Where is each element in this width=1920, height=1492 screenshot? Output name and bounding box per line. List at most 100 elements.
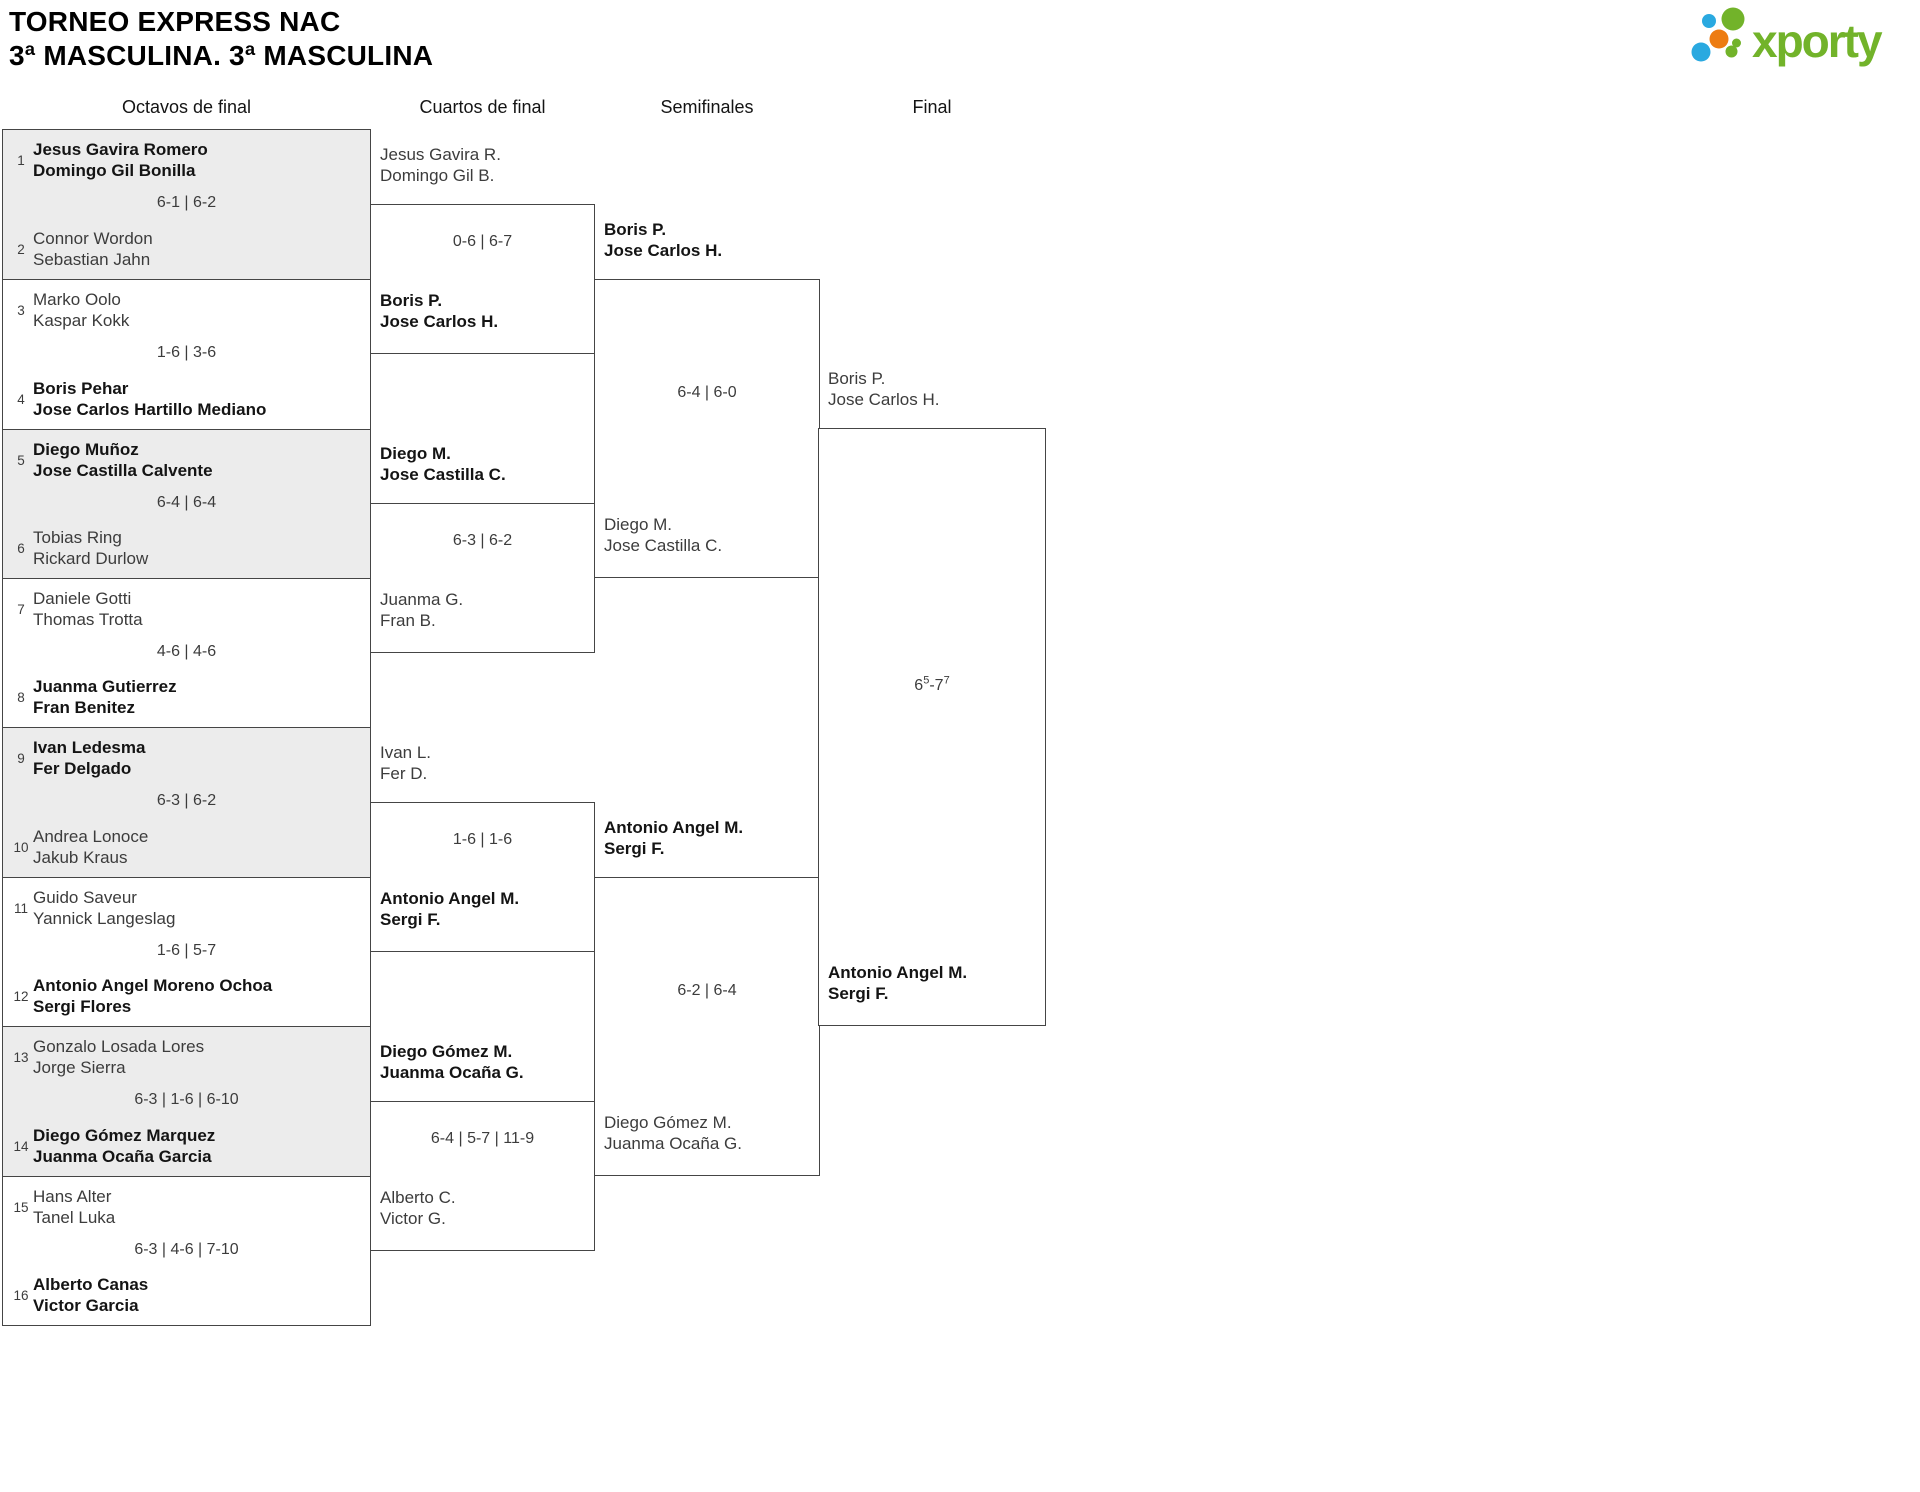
team-entry: Juanma G. Fran B. xyxy=(380,589,463,631)
match-box-final: Boris P.Jose Carlos H. 65-77 Antonio Ang… xyxy=(818,369,1046,1026)
xporty-logo: xporty xyxy=(1686,2,1916,72)
player-name: Jesus Gavira R. xyxy=(380,145,501,164)
seed-number: 9 xyxy=(17,750,25,766)
player-name: Antonio Angel Moreno Ochoa xyxy=(33,976,273,995)
player-name: Sergi F. xyxy=(828,984,889,1003)
seed-number: 4 xyxy=(17,391,25,407)
seed-number: 6 xyxy=(17,540,25,556)
player-name: Victor Garcia xyxy=(33,1296,139,1315)
player-name: Boris Pehar xyxy=(33,379,129,398)
player-name: Rickard Durlow xyxy=(33,549,149,568)
seed-number: 7 xyxy=(17,601,25,617)
match-score: 6-1 | 6-2 xyxy=(156,194,217,211)
round-header-final: Final xyxy=(912,97,952,117)
player-name: Boris P. xyxy=(828,369,886,388)
seed-number: 12 xyxy=(13,988,29,1004)
player-name: Juanma G. xyxy=(380,590,464,609)
xporty-logo-text: xporty xyxy=(1752,15,1883,67)
seed-number: 16 xyxy=(13,1287,29,1303)
score-tiebreak: 7 xyxy=(943,674,950,687)
player-name: Kaspar Kokk xyxy=(33,311,130,330)
player-name: Antonio Angel M. xyxy=(828,963,968,982)
team-entry: Jesus Gavira R.Domingo Gil B. xyxy=(380,144,501,186)
player-name: Fran B. xyxy=(380,611,436,630)
seed-number: 10 xyxy=(13,839,29,855)
player-name: Juanma Ocaña Garcia xyxy=(33,1147,212,1166)
match-score: 1-6 | 1-6 xyxy=(452,831,513,848)
player-name: Diego Gómez M. xyxy=(380,1042,513,1061)
score-tiebreak: 5 xyxy=(923,674,930,687)
player-name: Gonzalo Losada Lores xyxy=(33,1037,205,1056)
seed-number: 8 xyxy=(17,689,25,705)
player-name: Tanel Luka xyxy=(33,1208,116,1227)
match-box-cuartos-1: Jesus Gavira R.Domingo Gil B. 0-6 | 6-7 … xyxy=(370,145,595,354)
logo-dot xyxy=(1702,14,1716,28)
player-name: Jose Carlos H. xyxy=(604,241,723,260)
player-name: Sergi Flores xyxy=(33,997,132,1016)
seed-number: 1 xyxy=(17,152,25,168)
player-name: Thomas Trotta xyxy=(33,610,143,629)
match-score: 0-6 | 6-7 xyxy=(452,233,513,250)
seed-number: 14 xyxy=(13,1138,29,1154)
xporty-logo-icon xyxy=(1691,7,1745,62)
player-name: Sebastian Jahn xyxy=(33,250,151,269)
match-box-cuartos-4: Diego Gómez M.Juanma Ocaña G. 6-4 | 5-7 … xyxy=(370,1042,595,1251)
team-entry: Diego M.Jose Castilla C. xyxy=(380,443,506,485)
round-header-octavos: Octavos de final xyxy=(121,97,252,117)
team-entry: Antonio Angel M.Sergi F. xyxy=(604,817,743,859)
seed-number: 5 xyxy=(17,452,25,468)
player-name: Boris P. xyxy=(604,220,667,239)
player-name: Juanma Gutierrez xyxy=(33,677,177,696)
match-score: 6-3 | 6-2 xyxy=(156,792,217,809)
score-set: -7 xyxy=(929,677,944,694)
match-box-semifinal-2: Antonio Angel M.Sergi F. 6-2 | 6-4 Diego… xyxy=(594,818,820,1176)
category-name: 3ª MASCULINA. 3ª MASCULINA xyxy=(9,40,434,71)
seed-number: 2 xyxy=(17,241,25,257)
tournament-name: TORNEO EXPRESS NAC xyxy=(9,6,341,37)
player-name: Ivan L. xyxy=(380,743,432,762)
logo-dot xyxy=(1709,29,1729,49)
page-title: TORNEO EXPRESS NAC 3ª MASCULINA. 3ª MASC… xyxy=(9,5,433,73)
player-name: Ivan Ledesma xyxy=(33,738,146,757)
team-entry: Alberto C.Victor G. xyxy=(380,1187,456,1229)
player-name: Juanma Ocaña G. xyxy=(380,1063,524,1082)
team-entry: Boris P.Jose Carlos H. xyxy=(380,290,498,332)
match-score: 6-3 | 1-6 | 6-10 xyxy=(134,1091,239,1108)
player-name: Diego M. xyxy=(604,515,673,534)
round-header-semifinales: Semifinales xyxy=(660,97,754,117)
player-name: Jose Castilla C. xyxy=(604,536,723,555)
player-name: Jesus Gavira Romero xyxy=(33,140,208,159)
seed-number: 13 xyxy=(13,1049,29,1065)
player-name: Juanma Ocaña G. xyxy=(604,1134,742,1153)
player-name: Andrea Lonoce xyxy=(33,827,149,846)
player-name: Sergi F. xyxy=(604,839,665,858)
player-name: Diego Gómez M. xyxy=(604,1113,732,1132)
player-name: Sergi F. xyxy=(380,910,441,929)
player-name: Hans Alter xyxy=(33,1187,112,1206)
team-entry: Diego Gómez M. Juanma Ocaña G. xyxy=(380,1041,524,1083)
logo-dot xyxy=(1721,7,1745,31)
player-name: Guido Saveur xyxy=(33,888,137,907)
match-score: 1-6 | 5-7 xyxy=(156,942,217,959)
player-name: Yannick Langeslag xyxy=(33,909,176,928)
player-name: Marko Oolo xyxy=(33,290,121,309)
team-entry: Boris P. Jose Carlos H. xyxy=(604,219,722,261)
seed-number: 15 xyxy=(13,1199,29,1215)
team-entry: Antonio Angel M. Sergi F. xyxy=(828,962,967,1004)
